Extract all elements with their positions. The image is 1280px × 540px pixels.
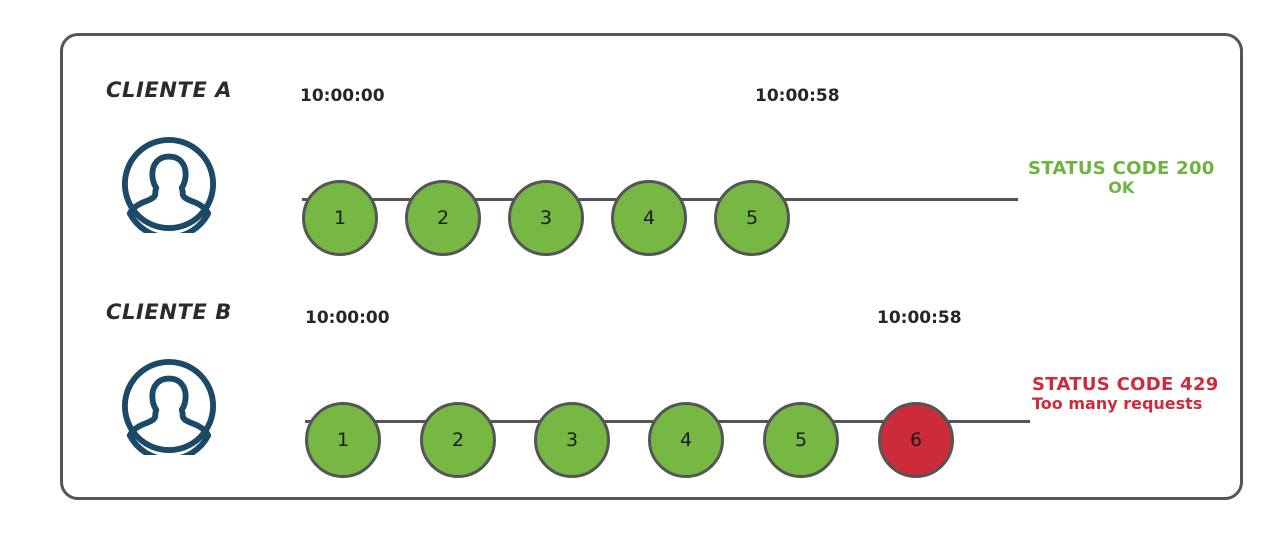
request-node[interactable]: 2 (420, 402, 496, 478)
user-avatar-icon (120, 357, 218, 463)
request-node[interactable]: 5 (763, 402, 839, 478)
status-code-a: STATUS CODE 200 (1028, 158, 1215, 179)
status-text-b: Too many requests (1032, 394, 1203, 414)
request-node[interactable]: 1 (302, 180, 378, 256)
request-node[interactable]: 3 (508, 180, 584, 256)
client-row-b: CLIENTE B 10:00:00 10:00:58 1 2 3 4 5 6 … (0, 282, 1280, 504)
status-code-b: STATUS CODE 429 (1032, 374, 1219, 395)
timestamp-end-a: 10:00:58 (755, 86, 840, 106)
timestamp-start-b: 10:00:00 (305, 308, 390, 328)
request-node-blocked[interactable]: 6 (878, 402, 954, 478)
request-node[interactable]: 5 (714, 180, 790, 256)
client-row-a: CLIENTE A 10:00:00 10:00:58 1 2 3 4 5 ST… (0, 60, 1280, 282)
status-message-a: STATUS CODE 200 OK (1028, 158, 1215, 198)
status-text-a: OK (1108, 178, 1135, 198)
user-avatar-icon (120, 135, 218, 241)
request-node[interactable]: 4 (648, 402, 724, 478)
client-label-b: CLIENTE B (106, 300, 232, 324)
request-node[interactable]: 2 (405, 180, 481, 256)
status-message-b: STATUS CODE 429 Too many requests (1032, 374, 1219, 414)
request-node[interactable]: 1 (305, 402, 381, 478)
client-label-a: CLIENTE A (106, 78, 233, 102)
timestamp-start-a: 10:00:00 (300, 86, 385, 106)
request-node[interactable]: 3 (534, 402, 610, 478)
request-node[interactable]: 4 (611, 180, 687, 256)
timestamp-end-b: 10:00:58 (877, 308, 962, 328)
